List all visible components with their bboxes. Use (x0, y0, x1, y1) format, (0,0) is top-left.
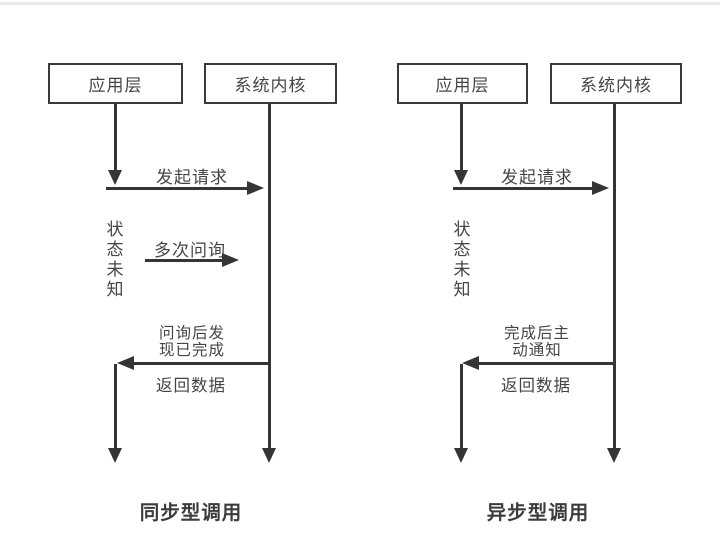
poll-result-line2: 现已完成 (158, 342, 225, 359)
request-arrowhead (247, 181, 264, 195)
app-lifeline-bottom (460, 364, 463, 449)
kernel-label: 系统内核 (234, 76, 307, 95)
kernel-lifeline (613, 102, 616, 449)
return-arrow-line (134, 362, 270, 365)
request-arrow-line (453, 187, 593, 190)
sync-caption: 同步型调用 (139, 502, 243, 524)
app-lifeline-arrowhead (454, 170, 468, 185)
notify-line2: 动通知 (512, 342, 562, 359)
kernel-lifeline (268, 102, 271, 449)
kernel-box: 系统内核 (204, 63, 337, 104)
request-arrow-line (106, 187, 248, 190)
app-lifeline-arrowhead (108, 170, 122, 185)
return-arrow-line (479, 362, 615, 365)
return-data-label: 返回数据 (501, 377, 571, 395)
poll-label: 多次问询 (154, 241, 226, 260)
app-lifeline-bottom (114, 364, 117, 449)
app-layer-label: 应用层 (435, 76, 490, 95)
request-label: 发起请求 (156, 168, 228, 187)
kernel-label: 系统内核 (580, 76, 652, 95)
kernel-lifeline-end-arrowhead (607, 448, 621, 463)
top-divider (0, 2, 720, 5)
poll-result-line1: 问询后发 (158, 325, 225, 342)
app-lifeline-end-arrowhead (108, 448, 122, 463)
app-lifeline-top (460, 103, 463, 171)
kernel-box: 系统内核 (550, 63, 682, 104)
notify-line1: 完成后主 (503, 325, 570, 342)
return-arrowhead (462, 356, 479, 370)
poll-arrowhead (222, 253, 239, 267)
app-lifeline-end-arrowhead (454, 448, 468, 463)
app-layer-label: 应用层 (88, 76, 143, 95)
app-layer-box: 应用层 (397, 63, 528, 104)
request-label: 发起请求 (501, 168, 573, 187)
status-unknown-label: 状态未知 (453, 220, 471, 299)
poll-arrow-line (145, 259, 223, 262)
return-arrowhead (117, 356, 134, 370)
app-lifeline-top (114, 103, 117, 171)
request-arrowhead (592, 181, 609, 195)
notify-label: 完成后主 动通知 (467, 325, 607, 359)
return-data-label: 返回数据 (156, 377, 226, 395)
app-layer-box: 应用层 (48, 63, 183, 104)
poll-result-label: 问询后发 现已完成 (122, 325, 262, 359)
status-unknown-label: 状态未知 (106, 220, 124, 299)
kernel-lifeline-end-arrowhead (262, 448, 276, 463)
async-caption: 异步型调用 (486, 502, 590, 524)
